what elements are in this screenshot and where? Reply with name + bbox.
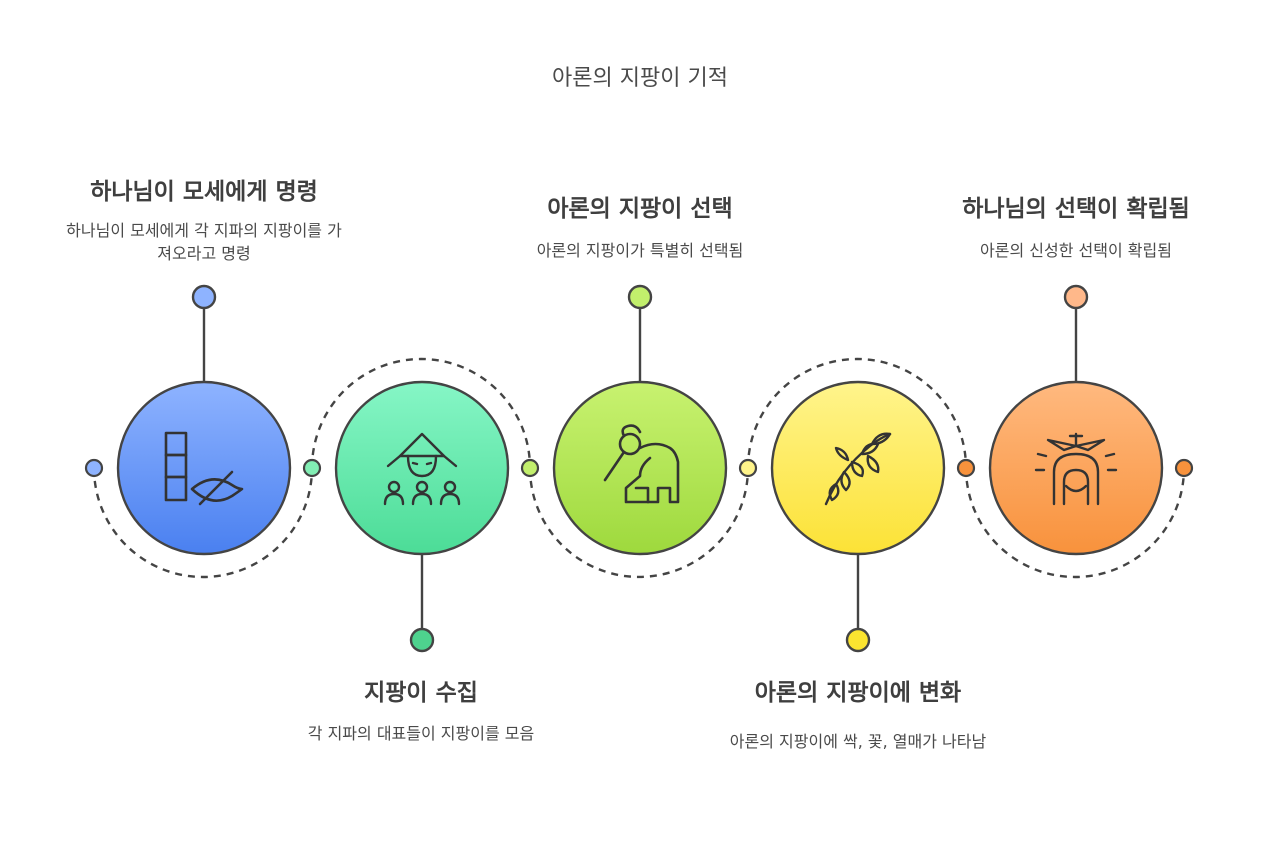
step-5-heading: 하나님의 선택이 확립됨 [962, 196, 1190, 222]
step-5-circle [988, 380, 1164, 556]
step-3-marker-dot [627, 284, 653, 310]
junction-dot [84, 458, 104, 478]
step-5-description: 아론의 신성한 선택이 확립됨 [980, 241, 1172, 260]
step-5-marker-dot [1063, 284, 1089, 310]
junction-dots [84, 458, 1194, 478]
step-2-marker-dot [409, 627, 435, 653]
step-4-heading: 아론의 지팡이에 변화 [754, 680, 962, 706]
step-3-heading: 아론의 지팡이 선택 [547, 196, 733, 222]
junction-dot [1174, 458, 1194, 478]
staff-fish-icon [164, 431, 244, 506]
dashed-connector [92, 357, 1186, 579]
chosen-tent-icon [603, 424, 680, 504]
step-4-description: 아론의 지팡이에 싹, 꽃, 열매가 나타남 [729, 732, 987, 751]
step-4-circle [770, 380, 946, 556]
budding-branch-icon [824, 432, 892, 506]
step-2-heading: 지팡이 수집 [364, 680, 478, 706]
step-4-marker-dot [845, 627, 871, 653]
divine-figure-icon [1034, 432, 1118, 506]
junction-dot [302, 458, 322, 478]
junction-dot [520, 458, 540, 478]
stem-lines [202, 309, 1078, 628]
diagram-title: 아론의 지팡이 기적 [552, 66, 728, 91]
step-1-circle [116, 380, 292, 556]
step-3-circle [552, 380, 728, 556]
step-2-circle [334, 380, 510, 556]
step-1-description: 하나님이 모세에게 각 지파의 지팡이를 가져오라고 명령 [66, 221, 342, 263]
step-2-description: 각 지파의 대표들이 지팡이를 모음 [307, 724, 535, 743]
step-1-marker-dot [191, 284, 217, 310]
stem-dots [191, 284, 1089, 653]
step-1-heading: 하나님이 모세에게 명령 [90, 179, 318, 205]
junction-dot [956, 458, 976, 478]
gathering-people-icon [383, 432, 461, 506]
step-3-description: 아론의 지팡이가 특별히 선택됨 [536, 241, 744, 260]
junction-dot [738, 458, 758, 478]
